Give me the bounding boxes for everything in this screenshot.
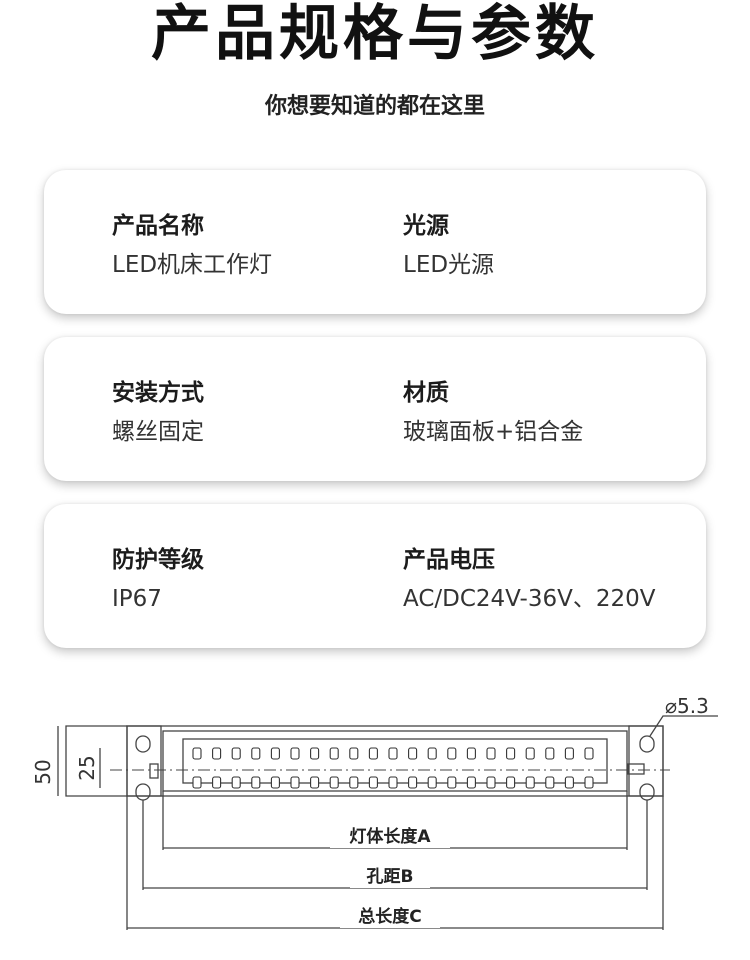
- led-chip: [192, 776, 202, 789]
- led-chip: [388, 776, 398, 789]
- led-chip: [290, 747, 300, 760]
- spec-product-name: 产品名称 LED机床工作灯: [112, 210, 272, 282]
- dimension-drawing: 灯体长度A 孔距B 总长度C ⌀5.3 50 25: [31, 694, 718, 930]
- page-title: 产品规格与参数: [151, 0, 599, 69]
- led-chip: [427, 776, 437, 789]
- glass-panel: [162, 730, 628, 792]
- spec-label: 产品名称: [112, 213, 204, 239]
- dim-label-b: 孔距B: [367, 867, 414, 887]
- dim-label-a: 灯体长度A: [349, 826, 431, 847]
- mount-hole-icon: [135, 783, 151, 801]
- led-chips: [192, 747, 594, 789]
- dim-label-c: 总长度C: [358, 906, 421, 927]
- spec-label: 防护等级: [112, 547, 204, 573]
- led-chip: [368, 747, 378, 760]
- spec-label: 光源: [403, 213, 449, 239]
- led-chip: [310, 747, 320, 760]
- spec-value: 玻璃面板+铝合金: [403, 419, 584, 445]
- page-subtitle: 你想要知道的都在这里: [264, 94, 485, 119]
- led-chip: [545, 776, 555, 789]
- led-chip: [310, 776, 320, 789]
- diameter-leader: [649, 715, 718, 737]
- spec-value: IP67: [112, 586, 162, 612]
- led-chip: [231, 776, 241, 789]
- led-chip: [212, 747, 222, 760]
- mount-hole-icon: [135, 735, 151, 753]
- led-chip: [388, 747, 398, 760]
- led-chip: [486, 776, 496, 789]
- cable-connector: [627, 763, 645, 775]
- spec-label: 安装方式: [112, 380, 204, 406]
- spec-label: 产品电压: [403, 547, 495, 573]
- led-chip: [525, 776, 535, 789]
- height-50-label: 50: [31, 759, 55, 784]
- spec-value: 螺丝固定: [112, 419, 204, 445]
- mount-hole-icon: [639, 783, 655, 801]
- spec-material: 材质 玻璃面板+铝合金: [403, 377, 583, 449]
- led-chip: [506, 747, 516, 760]
- led-chip: [251, 747, 261, 760]
- side-bracket: [65, 725, 127, 797]
- led-chip: [447, 747, 457, 760]
- spec-value: AC/DC24V-36V、220V: [403, 586, 656, 612]
- led-chip: [349, 747, 359, 760]
- hole-diameter-label: ⌀5.3: [665, 694, 709, 718]
- led-chip: [270, 776, 280, 789]
- led-chip: [584, 747, 594, 760]
- spec-value: LED机床工作灯: [112, 252, 273, 278]
- spec-card-3: 防护等级 IP67 产品电压 AC/DC24V-36V、220V: [44, 504, 706, 648]
- spec-label: 材质: [403, 380, 449, 406]
- led-chip: [545, 747, 555, 760]
- led-chip: [270, 747, 280, 760]
- mount-hole-icon: [639, 735, 655, 753]
- led-chip: [329, 776, 339, 789]
- led-chip: [192, 747, 202, 760]
- led-chip: [466, 747, 476, 760]
- left-end-cap: [126, 725, 162, 797]
- led-chip: [251, 776, 261, 789]
- led-chip: [486, 747, 496, 760]
- label-bg: [330, 822, 450, 848]
- led-chip: [584, 776, 594, 789]
- label-bg: [340, 902, 440, 928]
- led-chip: [231, 747, 241, 760]
- led-chip: [329, 747, 339, 760]
- cable-gland: [149, 763, 159, 779]
- led-chip: [212, 776, 222, 789]
- led-chip: [525, 747, 535, 760]
- spec-voltage: 产品电压 AC/DC24V-36V、220V: [403, 544, 656, 616]
- led-chip: [368, 776, 378, 789]
- height-25-label: 25: [75, 755, 99, 780]
- led-chip: [564, 776, 574, 789]
- led-chip: [447, 776, 457, 789]
- spec-protection: 防护等级 IP67: [112, 544, 204, 616]
- label-bg: [350, 862, 430, 888]
- spec-value: LED光源: [403, 252, 495, 278]
- right-end-cap: [628, 725, 664, 797]
- led-chip: [506, 776, 516, 789]
- led-chip: [408, 747, 418, 760]
- spec-mounting: 安装方式 螺丝固定: [112, 377, 204, 449]
- led-chip: [408, 776, 418, 789]
- spec-card-2: 安装方式 螺丝固定 材质 玻璃面板+铝合金: [44, 337, 706, 481]
- led-area: [182, 738, 608, 784]
- spec-light-source: 光源 LED光源: [403, 210, 494, 282]
- led-chip: [290, 776, 300, 789]
- spec-card-1: 产品名称 LED机床工作灯 光源 LED光源: [44, 170, 706, 314]
- led-chip: [466, 776, 476, 789]
- led-chip: [564, 747, 574, 760]
- led-chip: [427, 747, 437, 760]
- led-chip: [349, 776, 359, 789]
